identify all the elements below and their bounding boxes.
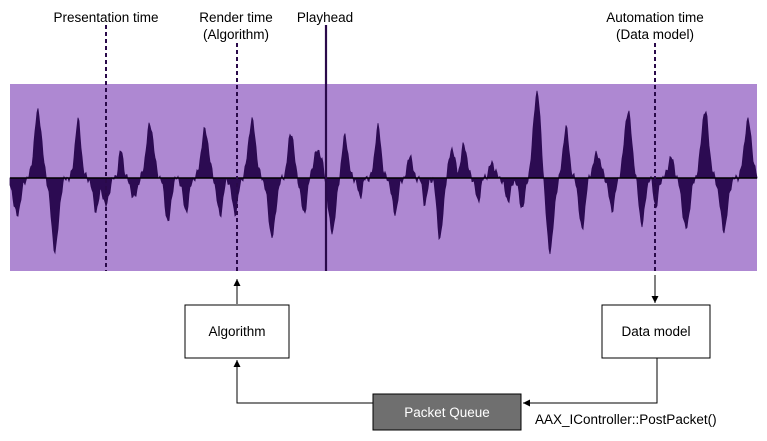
audio-waveform (9, 90, 758, 255)
algorithm-box[interactable] (184, 304, 290, 359)
data-model-box-label: Data model (621, 324, 690, 339)
packet-queue-label: Packet Queue (404, 405, 490, 420)
data-model-box[interactable] (601, 304, 711, 359)
packet-queue-box[interactable] (372, 393, 522, 431)
render-time-label: Render time (199, 10, 273, 25)
datamodel-to-queue-arrow (523, 358, 658, 407)
post-packet-call-label: AAX_IController::PostPacket() (535, 412, 717, 427)
render-time-sublabel: (Algorithm) (203, 27, 269, 42)
playhead-label: Playhead (297, 10, 353, 25)
queue-to-algorithm-arrow (233, 360, 373, 404)
automation-time-sublabel: (Data model) (616, 27, 694, 42)
algorithm-box-label: Algorithm (208, 324, 265, 339)
automation-time-label: Automation time (606, 10, 704, 25)
presentation-time-label: Presentation time (53, 10, 158, 25)
